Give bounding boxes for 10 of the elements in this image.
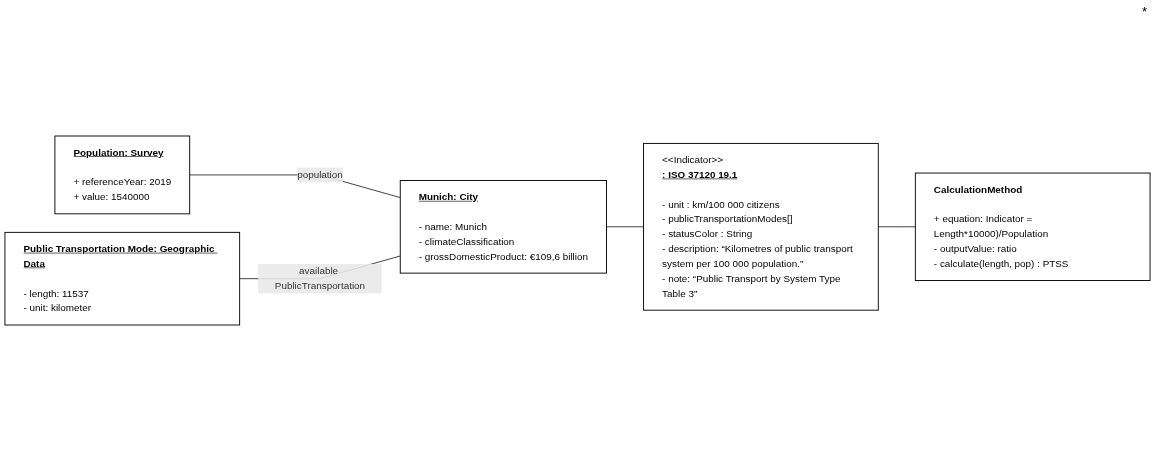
- connector: [877, 226, 916, 228]
- edge-label: population: [297, 169, 343, 180]
- edge-label: available PublicTransportation: [274, 265, 366, 292]
- connector: [606, 226, 644, 228]
- node-box: <<Indicator>> : ISO 37120 19.1 - unit : km/100 000 citizens - publicTransportationModes[] - statusColor : String - description: “Kilometres of public transport system per 100 000 population.” - note: “Public Transport by System Type Table 3”: [643, 142, 879, 311]
- multiplicity-label: *: [1141, 4, 1147, 19]
- node-box: Population: Survey + referenceYear: 2019 + value: 1540000: [54, 135, 191, 215]
- node-box: CalculationMethod + equation: Indicator = Length*10000)/Population - outputValue: ratio - calculate(length, pop) : PTSS: [914, 172, 1151, 281]
- node-box: Munich: City - name: Munich - climateClassification - grossDomesticProduct: €109,6 billion: [399, 180, 607, 274]
- node-box: Public Transportation Mode: Geographic Data - length: 11537 - unit: kilometer: [4, 231, 241, 326]
